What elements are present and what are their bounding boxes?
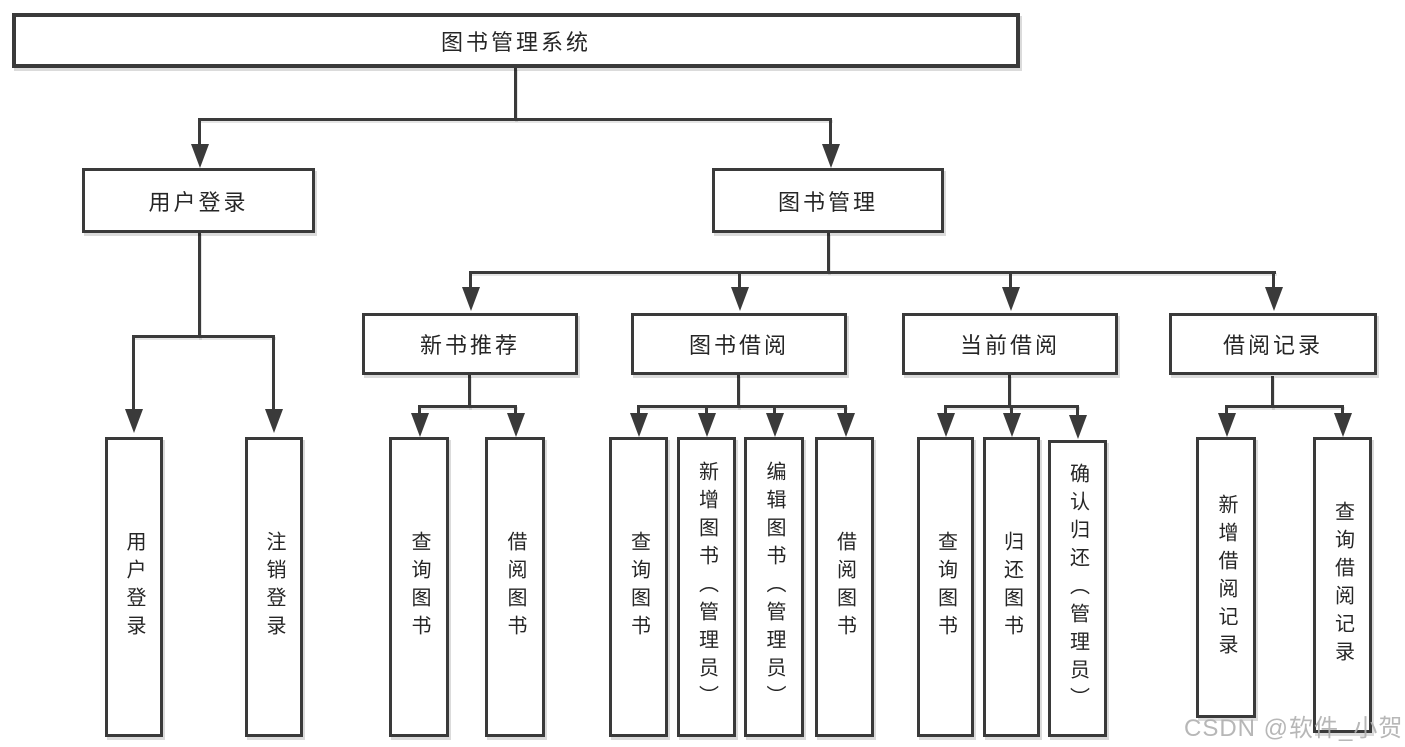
edge-userlogin-stem	[198, 232, 201, 338]
node-borrowing-records-label: 借阅记录	[1222, 333, 1323, 358]
leaf-newrec-query-books: 查询图书	[389, 437, 449, 737]
leaf-borrow-borrow-books-label: 借阅图书	[833, 531, 856, 643]
leaf-logout-label: 注销登录	[263, 531, 285, 643]
leaf-current-confirm-return-admin: 确认归还（管理员）	[1048, 440, 1107, 737]
arrow-down-borrow-query	[637, 405, 640, 413]
arrow-down-records-query	[1341, 405, 1344, 413]
leaf-records-add-record-label: 新增借阅记录	[1215, 493, 1237, 662]
edge-records-hline	[1225, 405, 1344, 408]
node-new-book-recommend: 新书推荐	[362, 313, 578, 375]
leaf-borrow-add-books-admin: 新增图书（管理员）	[677, 437, 736, 737]
leaf-newrec-query-books-label: 查询图书	[408, 531, 430, 643]
arrow-down-records	[1272, 271, 1275, 287]
watermark: CSDN @软件_小贺同学	[1184, 715, 1405, 742]
leaf-logout: 注销登录	[245, 437, 303, 737]
arrow-down-current	[1009, 271, 1012, 287]
edge-userlogin-hline	[132, 335, 275, 338]
leaf-borrow-query-books-label: 查询图书	[627, 531, 650, 643]
leaf-borrow-borrow-books: 借阅图书	[815, 437, 874, 737]
edge-current-stem	[1008, 375, 1011, 408]
arrow-down-current-query	[944, 405, 947, 413]
leaf-current-return-books-label: 归还图书	[1000, 531, 1023, 643]
edge-borrow-stem	[737, 375, 740, 408]
leaf-current-query-books: 查询图书	[917, 437, 974, 737]
leaf-records-query-record: 查询借阅记录	[1313, 437, 1372, 733]
leaf-borrow-add-books-admin-label: 新增图书（管理员）	[695, 461, 718, 713]
leaf-current-query-books-label: 查询图书	[934, 531, 957, 643]
leaf-current-return-books: 归还图书	[983, 437, 1040, 737]
node-current-borrowing: 当前借阅	[902, 313, 1118, 375]
edge-records-stem	[1271, 376, 1274, 408]
node-user-login: 用户登录	[82, 168, 315, 233]
node-borrowing-records: 借阅记录	[1169, 313, 1377, 375]
arrow-down-borrow-add	[705, 405, 708, 413]
edge-newrec-hline	[418, 405, 517, 408]
arrow-down-newrec-borrow	[514, 405, 517, 413]
leaf-user-login-label: 用户登录	[123, 531, 145, 643]
arrow-down-userlogin	[198, 118, 201, 144]
arrow-down-leaf-userlogin	[132, 335, 135, 409]
leaf-current-confirm-return-admin-label: 确认归还（管理员）	[1066, 462, 1089, 715]
leaf-newrec-borrow-books: 借阅图书	[485, 437, 545, 737]
node-library-system: 图书管理系统	[12, 13, 1020, 68]
arrow-down-borrow-borrow	[844, 405, 847, 413]
leaf-user-login: 用户登录	[105, 437, 163, 737]
arrow-down-bookmgmt	[829, 118, 832, 144]
leaf-records-add-record: 新增借阅记录	[1196, 437, 1256, 718]
node-book-borrowing: 图书借阅	[631, 313, 847, 375]
node-current-borrowing-label: 当前借阅	[959, 333, 1060, 358]
node-library-system-label: 图书管理系统	[440, 29, 591, 55]
edge-borrow-hline	[637, 405, 847, 408]
arrow-down-newrec-query	[418, 405, 421, 413]
edge-bookmgmt-hline	[469, 271, 1276, 274]
edge-bookmgmt-stem	[827, 233, 830, 273]
arrow-down-records-add	[1225, 405, 1228, 413]
node-book-management: 图书管理	[712, 168, 944, 233]
arrow-down-borrow	[738, 271, 741, 287]
edge-level1-hline	[198, 118, 832, 121]
leaf-newrec-borrow-books-label: 借阅图书	[504, 531, 526, 643]
node-book-management-label: 图书管理	[777, 189, 878, 215]
leaf-records-query-record-label: 查询借阅记录	[1331, 501, 1354, 669]
edge-root-stem	[514, 68, 517, 120]
leaf-borrow-edit-books-admin: 编辑图书（管理员）	[744, 437, 804, 737]
node-new-book-recommend-label: 新书推荐	[419, 333, 520, 358]
arrow-down-leaf-logout	[272, 335, 275, 409]
arrow-down-newrec	[469, 271, 472, 287]
edge-newrec-stem	[468, 375, 471, 408]
node-book-borrowing-label: 图书借阅	[688, 333, 789, 358]
leaf-borrow-edit-books-admin-label: 编辑图书（管理员）	[763, 461, 785, 713]
node-user-login-label: 用户登录	[148, 189, 249, 215]
arrow-down-current-confirm	[1076, 405, 1079, 415]
arrow-down-borrow-edit	[773, 405, 776, 413]
arrow-down-current-return	[1010, 405, 1013, 413]
leaf-borrow-query-books: 查询图书	[609, 437, 668, 737]
